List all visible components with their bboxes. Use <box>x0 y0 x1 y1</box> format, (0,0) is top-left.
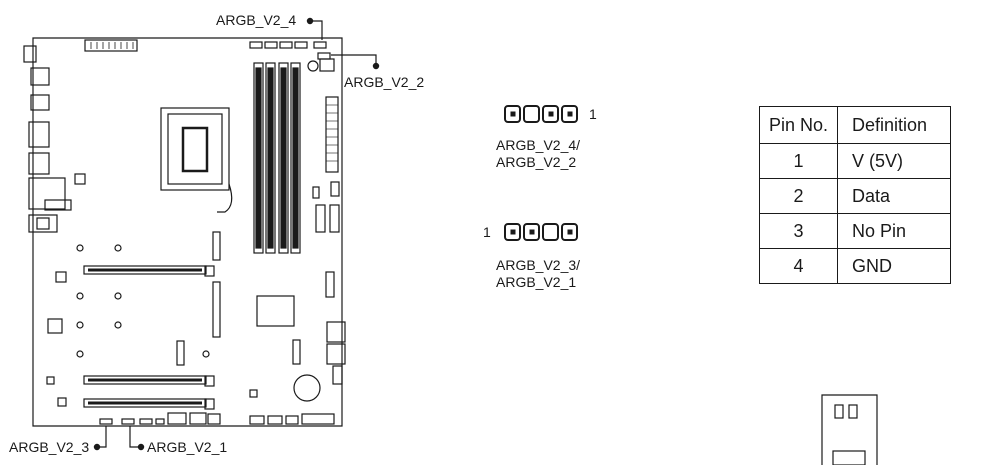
caption-argb-v2-4-2: ARGB_V2_4/ ARGB_V2_2 <box>496 137 581 170</box>
pin-4-present <box>561 223 578 241</box>
label-argb-v2-2: ARGB_V2_2 <box>344 74 425 90</box>
top-header <box>84 39 138 52</box>
pin1-marker-top: 1 <box>589 106 597 122</box>
connector-illustration <box>821 394 878 465</box>
pin-4-present <box>504 105 521 123</box>
pin-dot <box>548 111 553 117</box>
debug-led <box>319 58 335 72</box>
label-argb-v2-4: ARGB_V2_4 <box>216 12 297 28</box>
pin1-marker-bottom: 1 <box>483 224 491 240</box>
pcie-slots <box>83 265 215 410</box>
table-row: 1 V (5V) <box>759 143 951 179</box>
pin-3-no-pin <box>523 105 540 123</box>
board-outline <box>32 37 343 427</box>
connector-argb-v2-3-1-pinout <box>504 223 580 241</box>
pin-dot <box>510 111 515 117</box>
dimm-slots <box>253 62 301 254</box>
label-argb-v2-3: ARGB_V2_3 <box>9 439 90 455</box>
pin-1-present <box>561 105 578 123</box>
pin-dot <box>510 229 515 235</box>
m2-slots <box>176 231 301 366</box>
top-small-headers <box>249 41 331 60</box>
pin-3-no-pin <box>542 223 559 241</box>
pin-dot <box>529 229 534 235</box>
header-pin-no: Pin No. <box>759 106 838 144</box>
chipset <box>256 295 295 327</box>
pin-definition: V (5V) <box>837 143 951 179</box>
pin-definition-table: Pin No. Definition 1 V (5V) 2 Data 3 No … <box>759 106 951 284</box>
pin-dot <box>567 229 572 235</box>
table-header-row: Pin No. Definition <box>759 106 951 144</box>
cmos-battery <box>293 374 321 402</box>
pin-number: 2 <box>759 178 838 214</box>
pin-definition: GND <box>837 248 951 284</box>
pin-number: 1 <box>759 143 838 179</box>
pin-1-present <box>504 223 521 241</box>
connector-argb-v2-4-2-pinout <box>504 105 580 123</box>
label-leaders <box>93 17 380 451</box>
cpu-socket <box>160 107 233 213</box>
atx-power-connector <box>325 96 339 173</box>
table-row: 4 GND <box>759 248 951 284</box>
table-row: 3 No Pin <box>759 213 951 249</box>
pin-dot <box>567 111 572 117</box>
debug-button <box>307 60 319 72</box>
pin-number: 4 <box>759 248 838 284</box>
pin-definition: Data <box>837 178 951 214</box>
sata-ports <box>326 321 346 385</box>
caption-argb-v2-3-1: ARGB_V2_3/ ARGB_V2_1 <box>496 257 581 290</box>
pin-2-present <box>542 105 559 123</box>
table-row: 2 Data <box>759 178 951 214</box>
pin-definition: No Pin <box>837 213 951 249</box>
pin-2-present <box>523 223 540 241</box>
header-definition: Definition <box>837 106 951 144</box>
pin-number: 3 <box>759 213 838 249</box>
screw-holes <box>76 244 210 358</box>
label-argb-v2-1: ARGB_V2_1 <box>147 439 228 455</box>
bottom-headers <box>99 412 335 425</box>
rear-io-ports <box>23 45 86 233</box>
